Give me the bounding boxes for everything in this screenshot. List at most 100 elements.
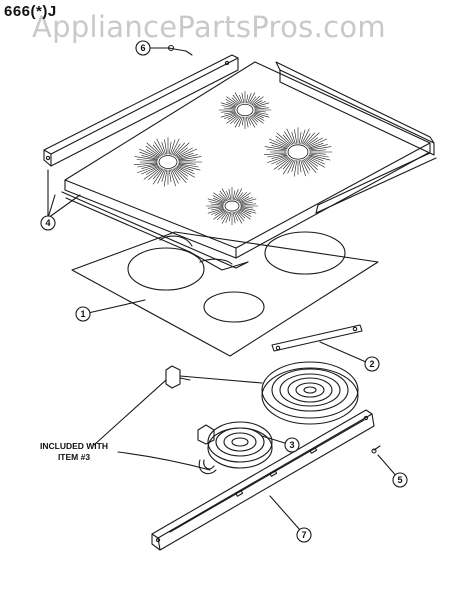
burner-ray	[266, 149, 287, 152]
burner-ray	[308, 155, 324, 161]
burner-ray	[178, 154, 198, 160]
burner-ray	[143, 167, 161, 180]
burner-ray	[168, 141, 172, 155]
burner-ray	[253, 113, 264, 118]
burner-ray	[138, 148, 159, 159]
burner-ray	[226, 114, 239, 124]
burner-ray	[275, 139, 289, 147]
callout-4: 4	[45, 218, 50, 228]
burner-ray	[253, 101, 267, 107]
burner-ray	[240, 206, 254, 209]
burner-ray	[208, 206, 224, 209]
callout-5: 5	[397, 475, 402, 485]
burner-ray	[237, 192, 247, 202]
burner-ray	[164, 139, 168, 155]
burner-ray	[306, 137, 319, 147]
burner-ray	[137, 163, 158, 168]
burner-ray	[309, 146, 332, 151]
burner-pattern-left	[133, 137, 203, 187]
burner-ray	[207, 208, 224, 214]
leader-5	[377, 454, 399, 479]
burner-ray	[308, 154, 331, 161]
burner-ray	[137, 165, 159, 173]
burner-ray	[225, 99, 238, 106]
note-line-1: INCLUDED WITH	[40, 441, 108, 451]
callout-6: 6	[140, 43, 145, 53]
burner-ray	[238, 209, 252, 217]
burner-ray	[250, 96, 260, 105]
burner-ray	[177, 153, 194, 159]
note-line-2: ITEM #3	[57, 452, 91, 462]
burner-ray	[254, 105, 266, 109]
burner-ray	[251, 114, 264, 124]
burner-ray	[294, 129, 298, 144]
burner-ray	[226, 96, 239, 106]
burner-ray	[282, 134, 292, 145]
burner-ray	[177, 148, 198, 159]
burner-ray	[238, 116, 243, 127]
burner-ray	[267, 155, 288, 163]
burner-ray	[163, 169, 168, 187]
burner-ray	[238, 196, 250, 203]
burner-pattern-rear-right	[218, 91, 272, 129]
burner-ray	[307, 137, 323, 147]
burner-ray	[236, 192, 243, 201]
burner-ray	[301, 128, 310, 145]
burner-ray	[172, 168, 181, 181]
burner-ray	[226, 190, 230, 200]
callout-7: 7	[301, 530, 306, 540]
burner-center-ring	[287, 144, 309, 160]
callout-circle-1	[75, 306, 91, 322]
burner-ray	[240, 201, 253, 205]
callout-circle-2	[364, 356, 380, 372]
burner-ray	[161, 142, 166, 155]
burner-ray	[157, 169, 165, 184]
callout-3: 3	[289, 440, 294, 450]
burner-ray	[291, 132, 296, 144]
burner-ray	[172, 143, 181, 156]
burner-ray	[241, 92, 244, 104]
burner-ray	[225, 212, 230, 223]
burner-ray	[136, 159, 158, 162]
burner-ray	[305, 132, 320, 146]
burner-ray	[239, 208, 251, 214]
burner-ray	[301, 159, 309, 174]
callout-circle-3	[284, 437, 300, 453]
burner-ray	[234, 212, 238, 222]
burner-ray	[304, 132, 315, 145]
burner-ray	[220, 112, 237, 118]
burner-ray	[308, 143, 324, 149]
burner-ray	[307, 156, 325, 165]
watermark-text: AppliancePartsPros.com	[32, 10, 386, 44]
burner-ray	[278, 158, 291, 170]
burner-ray	[254, 107, 270, 110]
burner-ray	[237, 210, 246, 219]
burner-ray	[275, 135, 290, 147]
included-with-note: INCLUDED WITH ITEM #3	[40, 441, 108, 463]
note-leader-lines	[93, 379, 211, 471]
burner-ray	[227, 114, 238, 120]
burner-ray	[238, 192, 251, 202]
burner-ray	[223, 107, 236, 110]
cooktop-glass-panel	[71, 231, 379, 357]
burner-ray	[291, 160, 296, 172]
element-support-channel	[151, 409, 375, 551]
burner-ray	[263, 152, 287, 155]
burner-ray	[177, 165, 195, 175]
burner-ray	[254, 110, 267, 113]
burner-ray	[226, 102, 237, 107]
burner-pattern-front	[205, 187, 259, 225]
burner-ray	[247, 93, 252, 104]
burner-ray	[173, 142, 185, 156]
burner-ray	[210, 203, 224, 206]
burner-ray	[298, 160, 302, 173]
burner-ray	[145, 166, 160, 175]
burner-ray	[236, 211, 245, 222]
burner-ray	[141, 165, 159, 175]
burner-ray	[176, 147, 193, 158]
burner-ray	[221, 105, 236, 109]
burner-ray	[253, 102, 270, 108]
burner-ray	[248, 116, 256, 128]
burner-ray	[250, 115, 259, 123]
burner-center-ring	[158, 155, 178, 169]
